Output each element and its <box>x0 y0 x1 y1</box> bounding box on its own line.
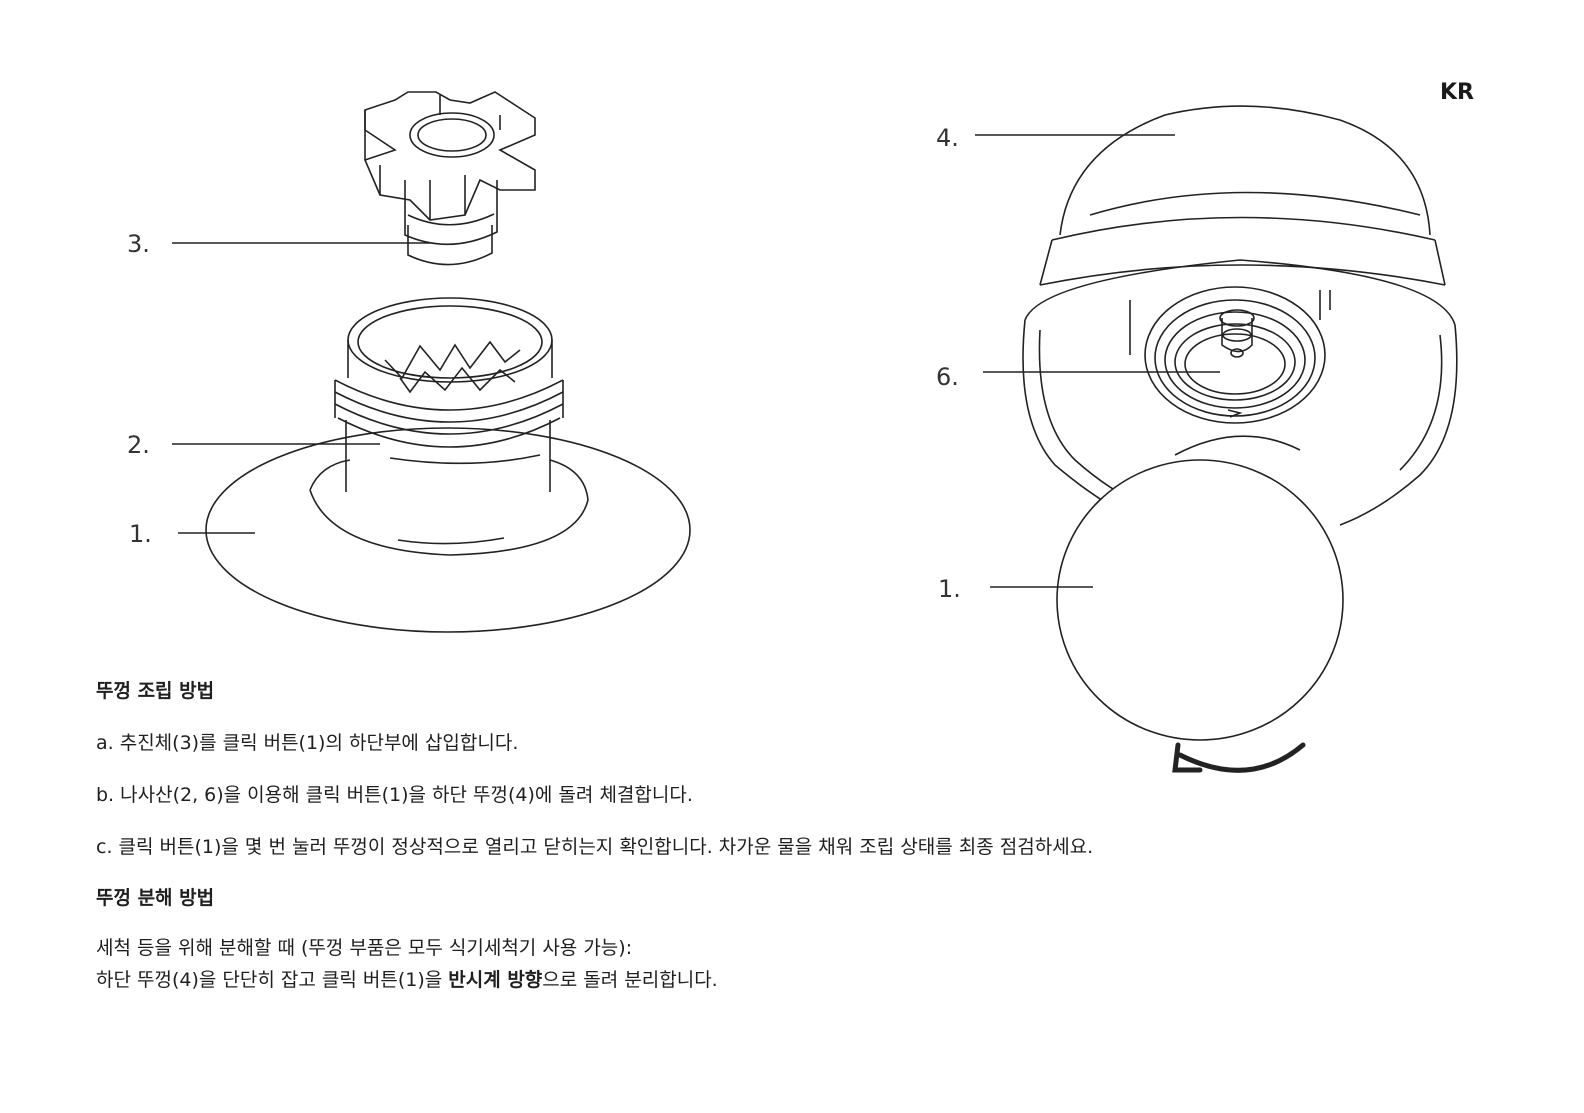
part-label-4: 4. <box>936 124 959 152</box>
disassembly-line-2-post: 으로 돌려 분리합니다. <box>542 969 718 991</box>
disassembly-line-2: 하단 뚜껑(4)을 단단히 잡고 클릭 버튼(1)을 반시계 방향으로 돌려 분… <box>96 965 718 992</box>
part-label-3: 3. <box>127 230 150 258</box>
part-label-1-right: 1. <box>938 575 961 603</box>
propeller-part <box>363 91 536 266</box>
click-button-disc-right <box>1056 435 1344 741</box>
thread-part <box>334 297 564 492</box>
disassembly-line-2-pre: 하단 뚜껑(4)을 단단히 잡고 클릭 버튼(1)을 <box>96 969 449 991</box>
click-button-disc <box>205 427 691 633</box>
assembly-illustration-left <box>172 91 691 633</box>
part-label-6: 6. <box>936 363 959 391</box>
part-label-2: 2. <box>127 431 150 459</box>
assembly-illustration-right <box>975 105 1458 773</box>
assembly-step-c: c. 클릭 버튼(1)을 몇 번 눌러 뚜껑이 정상적으로 열리고 닫히는지 확… <box>96 836 1094 858</box>
language-code: KR <box>1440 80 1474 105</box>
assembly-step-b: b. 나사산(2, 6)을 이용해 클릭 버튼(1)을 하단 뚜껑(4)에 돌려… <box>96 784 693 806</box>
disassembly-line-1: 세척 등을 위해 분해할 때 (뚜껑 부품은 모두 식기세척기 사용 가능): <box>96 937 633 959</box>
rotation-arrow <box>1172 742 1306 773</box>
disassembly-heading: 뚜껑 분해 방법 <box>96 887 215 909</box>
disassembly-direction: 반시계 방향 <box>448 969 543 991</box>
assembly-step-a: a. 추진체(3)를 클릭 버튼(1)의 하단부에 삽입합니다. <box>96 732 519 754</box>
assembly-heading: 뚜껑 조립 방법 <box>96 680 215 702</box>
part-label-1: 1. <box>129 520 152 548</box>
